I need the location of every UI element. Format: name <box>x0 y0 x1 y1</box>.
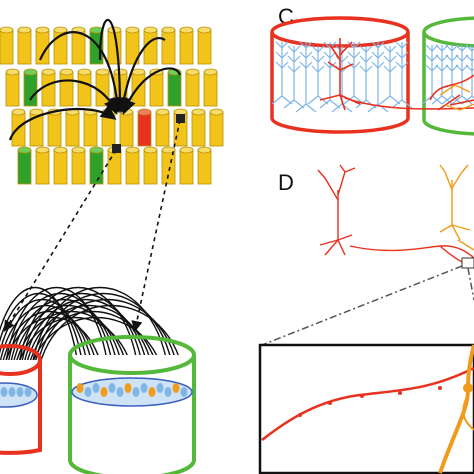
dendrite-tree <box>367 41 389 113</box>
panel-d-orange-neuron <box>439 164 474 251</box>
panel-c-cylinders <box>270 16 474 136</box>
column <box>0 26 14 65</box>
zoom-inset-frame <box>258 343 474 474</box>
neuron-dot <box>172 383 180 393</box>
connection-arc <box>0 311 101 386</box>
column <box>161 146 176 185</box>
connection-arc <box>4 293 116 386</box>
zoom-orange-spine <box>462 394 474 431</box>
column <box>35 26 50 65</box>
zoom-red-boutons <box>298 386 442 417</box>
green-cylinder-top <box>68 335 196 375</box>
red-cylinder-top <box>0 344 42 376</box>
column <box>35 146 50 185</box>
column <box>125 146 140 185</box>
column <box>65 108 80 147</box>
column <box>125 26 140 65</box>
column <box>53 146 68 185</box>
panel-c-orange-neuron <box>439 84 474 111</box>
column <box>5 68 20 107</box>
neuron-dots <box>0 383 188 397</box>
neuron-dot <box>76 383 84 393</box>
column <box>17 26 32 65</box>
connection-arc <box>33 299 181 386</box>
zoom-synapse-contact <box>463 383 473 393</box>
dendrite-tree <box>379 45 401 105</box>
dendrite-tree <box>295 41 317 113</box>
green-column <box>89 146 104 185</box>
neuron-dot <box>84 387 92 397</box>
panel-d-neurons <box>317 164 474 269</box>
column <box>119 108 134 147</box>
column <box>155 108 170 147</box>
connection-arc <box>35 305 186 386</box>
dendrite-tree <box>461 44 474 105</box>
column <box>47 108 62 147</box>
dendrite-tree <box>271 41 293 105</box>
column <box>29 108 44 147</box>
neuron-dot <box>148 387 156 397</box>
column <box>77 68 92 107</box>
column <box>197 146 212 185</box>
source-node-marker <box>112 144 121 153</box>
column <box>143 146 158 185</box>
panel-label-d: D <box>278 170 294 195</box>
neuron-dot <box>124 383 132 393</box>
connection-arc <box>0 304 96 386</box>
column <box>71 26 86 65</box>
column <box>41 68 56 107</box>
neuron-dot <box>0 387 8 397</box>
column <box>59 68 74 107</box>
connection-arc <box>15 286 141 386</box>
neuron-dot <box>116 387 124 397</box>
green-column <box>23 68 38 107</box>
neuron-dot <box>180 387 188 397</box>
zoom-lines <box>261 265 474 346</box>
connection-arc <box>0 287 81 386</box>
red-column <box>137 108 152 147</box>
neuron-dot <box>132 387 140 397</box>
column <box>197 26 212 65</box>
column <box>131 68 146 107</box>
bottom-cylinders-panel <box>0 286 196 474</box>
neuron-dot <box>8 387 16 397</box>
column <box>191 108 206 147</box>
zoom-inset <box>258 343 474 474</box>
panel-d-red-neuron <box>317 164 474 269</box>
column <box>179 146 194 185</box>
neuron-dot <box>100 387 108 397</box>
column <box>179 26 194 65</box>
target-node-marker <box>176 114 185 123</box>
column <box>83 108 98 147</box>
green-column <box>17 146 32 185</box>
dendrite-tree <box>391 41 413 109</box>
zoom-red-axon <box>261 366 474 441</box>
neuron-dot <box>108 383 116 393</box>
column <box>203 68 218 107</box>
dendrite-tree <box>283 45 305 109</box>
neuron-dot <box>92 383 100 393</box>
column <box>185 68 200 107</box>
neuron-dot <box>140 383 148 393</box>
connection-arc <box>31 292 176 386</box>
zoom-region-box <box>461 257 474 269</box>
column <box>71 146 86 185</box>
neuron-dot <box>16 387 24 397</box>
neuron-dot <box>24 387 32 397</box>
panel-c-green-cylinder-top <box>422 16 474 48</box>
projection-dashed-lines <box>3 119 181 333</box>
column <box>95 68 110 107</box>
connection-arc <box>20 299 151 386</box>
neuron-dot <box>164 387 172 397</box>
column <box>209 108 224 147</box>
neuron-dot <box>156 383 164 393</box>
connection-arc <box>17 293 146 386</box>
column <box>161 26 176 65</box>
column-connection-arcs <box>8 18 182 141</box>
